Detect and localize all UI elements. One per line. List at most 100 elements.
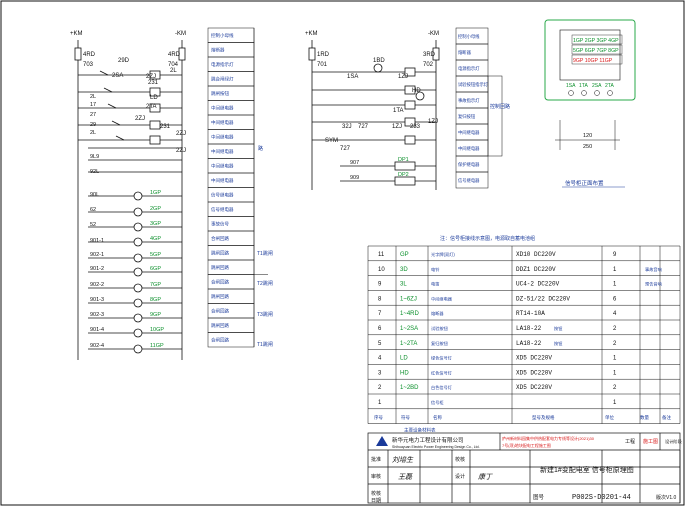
panel-gp-row bbox=[571, 34, 623, 45]
right-bus-label-pos: +KM bbox=[305, 31, 318, 37]
mat-cell-qty: 1 bbox=[613, 400, 617, 406]
panel-button bbox=[594, 90, 600, 96]
mat-cell-qty: 2 bbox=[613, 326, 617, 332]
right-circuit bbox=[308, 40, 440, 190]
right-dp-label: DP2 bbox=[398, 172, 409, 178]
panel-gp-row bbox=[571, 54, 623, 65]
tb-version: 版次V1.0 bbox=[656, 494, 677, 501]
left-circuit bbox=[74, 40, 186, 360]
mat-cell-qty: 6 bbox=[613, 296, 617, 302]
mat-cell-sym: 1~2TA bbox=[400, 341, 417, 347]
mat-cell-qty: 2 bbox=[613, 341, 617, 347]
mat-cell-sym: 1~6ZJ bbox=[400, 296, 417, 302]
left-relay-coil bbox=[149, 135, 161, 145]
left-gp-contact-label: 8GP bbox=[150, 297, 161, 303]
right-device-label: 1TA bbox=[393, 108, 404, 114]
right-lamp-HD bbox=[415, 91, 425, 101]
left-gp-lamp bbox=[133, 267, 143, 277]
mat-cell-sym: 3L bbox=[400, 282, 407, 288]
right-bus-label-neg: -KM bbox=[428, 31, 439, 37]
right-relay-coil bbox=[404, 85, 416, 95]
left-device-label: 2ZJ bbox=[146, 74, 156, 80]
right-device-label: 727 bbox=[358, 124, 369, 130]
panel-button bbox=[568, 90, 574, 96]
left-gp-lamp bbox=[133, 222, 143, 232]
tb-stage-value: 施工图 bbox=[643, 438, 658, 445]
left-gp-contact-label: 2GP bbox=[150, 206, 161, 212]
mat-cell-no: 3 bbox=[378, 370, 382, 376]
mat-cell-spec: XD5 DC220V bbox=[516, 355, 552, 362]
left-wire-label: 902-2 bbox=[90, 282, 104, 288]
left-gp-lamp bbox=[133, 328, 143, 338]
panel-gp-label: 1GP 2GP 3GP 4GP bbox=[573, 38, 619, 44]
left-wire-labels: 2L1727292L9L992L90L6252901-1902-1901-290… bbox=[90, 94, 104, 349]
tb-drawing-no: P002S-D0201-44 bbox=[572, 494, 631, 502]
mat-cell-sym: 1~2SA bbox=[400, 326, 418, 332]
right-relay-coil bbox=[404, 67, 416, 77]
panel-outline bbox=[544, 19, 636, 101]
tb-role-mid: 设计 bbox=[455, 473, 465, 480]
left-gp-contact-label: 9GP bbox=[150, 312, 161, 318]
left-wire-label: 2L bbox=[90, 94, 96, 100]
left-side-label: 中间继电器 bbox=[211, 177, 234, 184]
mat-header: 符号 bbox=[401, 414, 410, 421]
right-side-label: 复归按钮 bbox=[458, 113, 476, 120]
mat-cell-spec: XD10 DC220V bbox=[516, 251, 556, 258]
right-device-label: SYM bbox=[325, 138, 338, 144]
right-circuit-labels: +KM -KM 1RD 3RD 701 702 bbox=[305, 31, 439, 68]
mat-cell-sym: GP bbox=[400, 252, 409, 258]
mat-cell-spec: UC4-2 DC220V bbox=[516, 281, 560, 288]
mat-cell-spec: XD5 DC220V bbox=[516, 384, 552, 391]
left-wire-label: 902-1 bbox=[90, 252, 104, 258]
right-fuse-label: 4RD bbox=[168, 52, 181, 58]
mat-cell-spec-suffix: 按钮 bbox=[554, 325, 562, 332]
right-fuse-3 bbox=[432, 47, 440, 61]
left-wire-label: 9L9 bbox=[90, 154, 99, 160]
tb-project-red-2: 7号(项)地块配电工程施工图 bbox=[502, 442, 551, 448]
panel-gp-row bbox=[571, 44, 623, 55]
panel-gp-label: 5GP 6GP 7GP 8GP bbox=[573, 48, 619, 54]
mat-cell-spec: LA18-22 bbox=[516, 325, 542, 332]
panel-button bbox=[607, 90, 613, 96]
mat-header: 单位 bbox=[605, 414, 614, 421]
mat-cell-no: 11 bbox=[378, 252, 385, 258]
left-side-label: 跳闸回路 bbox=[211, 264, 229, 271]
left-side-label: 跳闸回路 bbox=[211, 293, 229, 300]
left-gp-contact-label: 4GP bbox=[150, 236, 161, 242]
right-side-label: 中间继电器 bbox=[458, 129, 480, 136]
left-side-label: 合闸回路 bbox=[211, 235, 229, 242]
right-node-label: 704 bbox=[168, 62, 179, 68]
right-device-label: HD bbox=[412, 88, 421, 94]
left-device-label: 2SA bbox=[112, 73, 123, 79]
mat-header: 序号 bbox=[374, 414, 383, 421]
mat-cell-spec: DZ-51/22 DC220V bbox=[516, 295, 570, 302]
left-gp-contact-label: 3GP bbox=[150, 221, 161, 227]
mat-cell-no: 10 bbox=[378, 267, 385, 273]
right-wire-label: 907 bbox=[350, 160, 359, 166]
mat-cell-no: 4 bbox=[378, 356, 382, 362]
right-wire-label: 909 bbox=[350, 175, 359, 181]
left-circuit-labels: +KM -KM 4RD 4RD 703 704 bbox=[70, 31, 186, 68]
right-side-cell bbox=[455, 171, 489, 189]
left-group-label: T1跳闸 bbox=[257, 341, 273, 348]
mat-cell-no: 2 bbox=[378, 385, 382, 391]
right-side-label: 控制小母线 bbox=[458, 33, 480, 40]
right-fuse-label-3: 3RD bbox=[423, 52, 436, 58]
right-relay-coil bbox=[404, 135, 416, 145]
panel-button bbox=[581, 90, 587, 96]
mat-cell-name: 光字牌(双灯) bbox=[431, 251, 455, 258]
left-wire-label: 2L bbox=[90, 130, 96, 136]
right-device-label: 1SA bbox=[347, 74, 358, 80]
left-side-label-table: 控制小母线熔断器电源指示灯跳合闸绿灯跳闸按钮中间继电器中间继电器中间继电器中间继… bbox=[207, 27, 273, 348]
mat-cell-name: 中间继电器 bbox=[431, 295, 453, 302]
left-col-label: 路 bbox=[258, 145, 263, 152]
right-relay-coil bbox=[404, 117, 416, 127]
mat-cell-sym: 3D bbox=[400, 267, 408, 273]
left-side-label: 中间继电器 bbox=[211, 119, 234, 126]
mat-header: 型号及规格 bbox=[532, 414, 555, 421]
left-gp-contact-label: 1GP bbox=[150, 190, 161, 196]
left-switch bbox=[103, 87, 113, 93]
panel-title: 信号柜正面布置 bbox=[565, 179, 604, 187]
